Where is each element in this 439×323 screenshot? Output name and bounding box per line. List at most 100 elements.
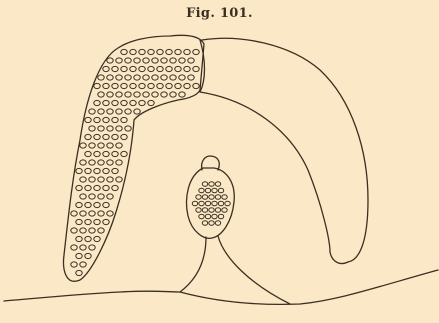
cell: [193, 83, 199, 88]
cell: [103, 202, 109, 207]
cell: [148, 100, 154, 105]
cell: [125, 75, 131, 80]
capsule-cell: [205, 214, 210, 219]
capsule-cell: [225, 201, 230, 206]
capsule-cell: [209, 182, 214, 187]
cell: [94, 168, 100, 173]
cell: [103, 117, 109, 122]
cell: [134, 58, 140, 63]
cell: [103, 66, 109, 71]
capsule-cell: [192, 201, 197, 206]
outer-arc: [202, 38, 368, 262]
cell: [139, 66, 145, 71]
cell: [94, 185, 100, 190]
cell: [94, 219, 100, 224]
cell: [157, 83, 163, 88]
cell: [112, 134, 118, 139]
cell: [85, 236, 91, 241]
cell: [98, 160, 104, 165]
cell: [121, 134, 127, 139]
ground-line: [4, 270, 438, 304]
cell: [89, 126, 95, 131]
cell: [112, 168, 118, 173]
cell: [179, 75, 185, 80]
cell: [193, 66, 199, 71]
cell: [80, 177, 86, 182]
cell: [98, 75, 104, 80]
cell: [80, 262, 86, 267]
cell: [152, 75, 158, 80]
cell: [134, 109, 140, 114]
left-lobe-cells: [71, 49, 199, 275]
cell: [94, 100, 100, 105]
capsule-cell: [218, 201, 223, 206]
cell: [112, 117, 118, 122]
cell: [94, 134, 100, 139]
cell: [98, 211, 104, 216]
cell: [121, 100, 127, 105]
cell: [188, 75, 194, 80]
left-lobe-outline: [64, 35, 204, 281]
cell: [125, 126, 131, 131]
capsule-cell: [202, 221, 207, 226]
cell: [130, 66, 136, 71]
cell: [98, 109, 104, 114]
cell: [143, 75, 149, 80]
capsule-cell: [202, 208, 207, 213]
cell: [89, 109, 95, 114]
capsule-cell: [202, 195, 207, 200]
cell: [89, 177, 95, 182]
cell: [89, 143, 95, 148]
cell: [193, 49, 199, 54]
cell: [80, 160, 86, 165]
cell: [166, 83, 172, 88]
cell: [107, 143, 113, 148]
cell: [121, 151, 127, 156]
cell: [71, 211, 77, 216]
capsule-cell: [215, 221, 220, 226]
capsule-cell: [212, 188, 217, 193]
cell: [98, 194, 104, 199]
cell: [116, 92, 122, 97]
cell: [125, 109, 131, 114]
cell: [157, 66, 163, 71]
cell: [152, 92, 158, 97]
cell: [107, 194, 113, 199]
cell: [103, 185, 109, 190]
capsule-cell: [209, 208, 214, 213]
cell: [85, 134, 91, 139]
cell: [166, 66, 172, 71]
cell: [94, 236, 100, 241]
cell: [98, 92, 104, 97]
cell: [76, 253, 82, 258]
cell: [98, 143, 104, 148]
cell: [139, 49, 145, 54]
cell: [94, 202, 100, 207]
cell: [148, 49, 154, 54]
cell: [85, 219, 91, 224]
cell: [103, 219, 109, 224]
cell: [107, 126, 113, 131]
cell: [107, 109, 113, 114]
cell: [121, 66, 127, 71]
cell: [89, 194, 95, 199]
capsule-cell: [209, 221, 214, 226]
cell: [175, 49, 181, 54]
capsule-stalk-left: [180, 237, 206, 292]
cell: [148, 66, 154, 71]
cell: [85, 151, 91, 156]
cell: [76, 168, 82, 173]
cell: [98, 126, 104, 131]
cell: [116, 160, 122, 165]
cell: [188, 58, 194, 63]
cell: [116, 143, 122, 148]
cell: [85, 117, 91, 122]
cell: [71, 228, 77, 233]
cell: [170, 75, 176, 80]
cell: [116, 126, 122, 131]
cell: [175, 83, 181, 88]
cell: [179, 58, 185, 63]
cell: [184, 66, 190, 71]
